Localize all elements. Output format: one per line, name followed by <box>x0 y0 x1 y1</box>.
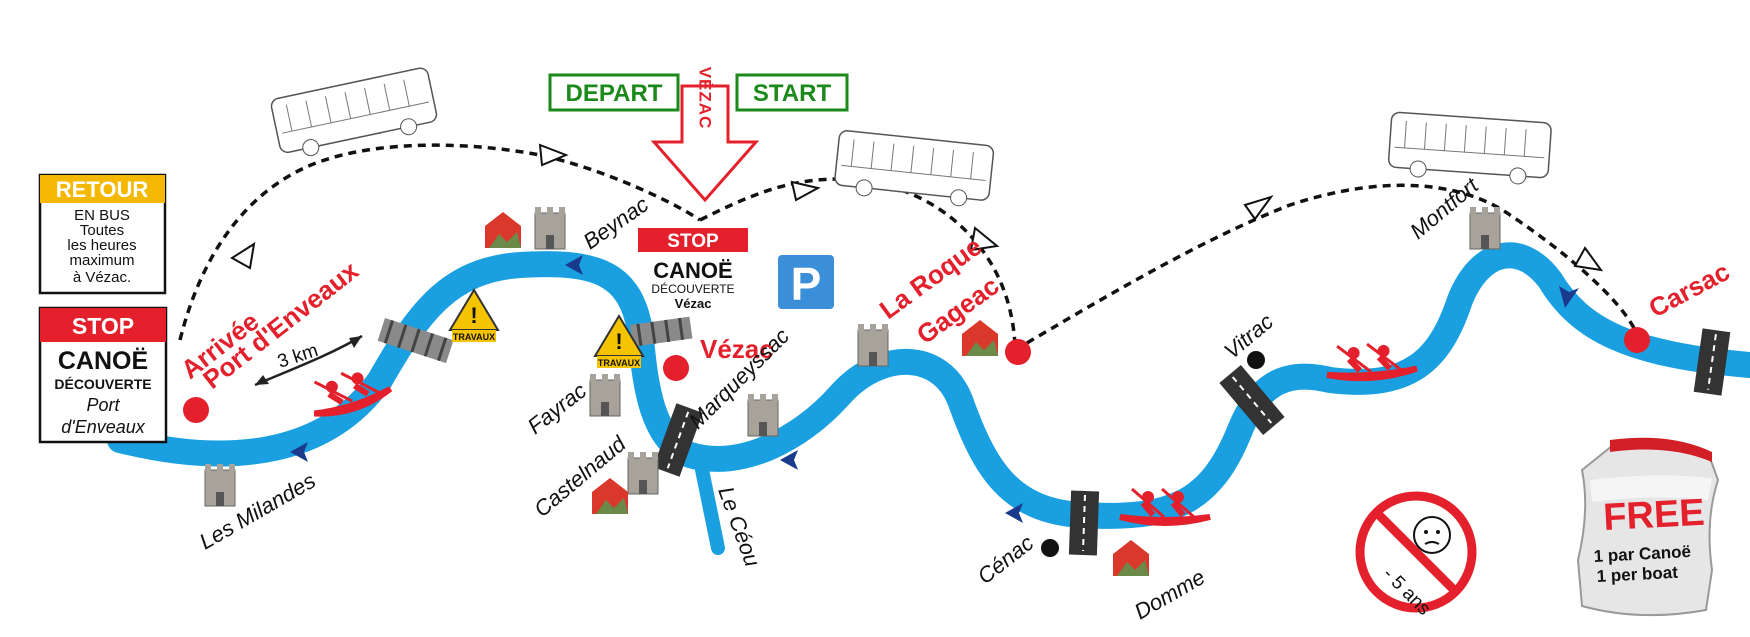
flow-arrow-icon <box>780 450 798 470</box>
stop-dot-port-enveaux <box>183 397 209 423</box>
route-arrow-icon <box>1243 195 1274 221</box>
village-icon <box>485 212 521 248</box>
baby-face-icon <box>1413 516 1451 554</box>
travaux-label: TRAVAUX <box>598 358 640 368</box>
bus-icon <box>834 130 995 207</box>
canoe-paddlers-icon <box>1326 342 1418 382</box>
village-icon <box>592 478 628 514</box>
flow-arrow-icon <box>1005 503 1023 523</box>
stop-label: STOP <box>667 231 719 252</box>
route-arrow-icon <box>790 180 821 202</box>
castle-icon <box>747 394 779 437</box>
castle-icon <box>627 452 659 495</box>
river-dordogne <box>107 242 1750 555</box>
start-sign: START <box>735 73 849 112</box>
place-fayrac: Fayrac <box>523 378 591 439</box>
no-under-5-sign: - 5 ans <box>1355 491 1477 620</box>
stop-dot-carsac <box>1624 327 1650 353</box>
stop-port-enveaux-box: STOP CANOË DÉCOUVERTE Port d'Enveaux <box>38 306 168 444</box>
stop-dot-laroque <box>1005 339 1031 365</box>
village-icon <box>962 320 998 356</box>
stop-dot-vezac <box>663 355 689 381</box>
canoe-paddlers-icon <box>1119 487 1211 526</box>
free-barrel: FREE 1 par Canoë 1 per boat <box>1576 437 1720 617</box>
canoe-label: CANOË <box>653 258 732 283</box>
route-arrow-icon <box>230 241 256 270</box>
stop-place-label: d'Enveaux <box>61 417 145 437</box>
castle-icon <box>204 464 236 507</box>
travaux-sign-icon: ! TRAVAUX <box>593 314 645 368</box>
travaux-sign-icon: ! TRAVAUX <box>448 288 500 342</box>
stop-place-label: Vézac <box>675 296 712 311</box>
decouverte-label: DÉCOUVERTE <box>54 376 151 392</box>
rail-bridge-icon <box>377 318 454 364</box>
retour-line: EN BUS <box>74 207 130 224</box>
bus-route-laroque-carsac <box>1014 183 1637 352</box>
retour-title: RETOUR <box>56 177 149 202</box>
travaux-label: TRAVAUX <box>453 332 495 342</box>
point-vitrac-icon <box>1247 351 1265 369</box>
castle-icon <box>589 374 621 417</box>
parking-sign: P <box>778 255 834 310</box>
stop-place-label: Port <box>86 395 120 415</box>
flow-arrow-icon <box>1559 286 1579 308</box>
canoe-label: CANOË <box>58 347 148 375</box>
start-label: START <box>753 80 832 107</box>
svg-text:!: ! <box>470 303 477 328</box>
route-arrow-icon <box>969 226 1000 252</box>
depart-sign: DEPART <box>548 73 680 112</box>
rail-bridge-icon <box>630 316 693 347</box>
flow-arrow-icon <box>565 255 583 275</box>
bus-route-vezac-port <box>178 143 701 341</box>
retour-line: à Vézac. <box>73 269 131 286</box>
place-cenac: Cénac <box>973 530 1039 589</box>
retour-line: maximum <box>69 252 134 269</box>
carsac-label: Carsac <box>1644 256 1735 323</box>
stop-label: STOP <box>72 313 134 339</box>
road-bridge-icon <box>1219 364 1285 436</box>
place-le-ceou: Le Céou <box>713 483 765 570</box>
free-line: 1 per boat <box>1596 563 1678 586</box>
flow-arrow-icon <box>290 442 308 462</box>
decouverte-label: DÉCOUVERTE <box>651 281 734 296</box>
bus-icon <box>1387 111 1552 185</box>
retour-line: les heures <box>67 237 136 254</box>
canoe-paddlers-icon <box>313 371 393 417</box>
start-arrow: VÉZAC <box>650 67 760 203</box>
bus-route-arrows <box>230 143 1604 272</box>
vezac-stop-label: Vézac <box>700 334 774 364</box>
castle-icon <box>1469 207 1501 250</box>
route-arrow-icon <box>538 143 569 167</box>
start-arrow-text: VÉZAC <box>696 67 715 130</box>
road-bridge-icon <box>653 403 703 477</box>
bus-icon <box>270 67 438 157</box>
route-arrow-icon <box>1573 246 1604 272</box>
castle-icon <box>534 207 566 250</box>
stop-vezac-box: STOP CANOË DÉCOUVERTE Vézac <box>638 228 748 311</box>
road-bridge-icon <box>1068 490 1100 556</box>
road-bridge-icon <box>1693 328 1731 396</box>
river-le-ceou <box>693 453 725 555</box>
village-icon <box>1113 540 1149 576</box>
parking-label: P <box>791 258 822 310</box>
retour-line: Toutes <box>80 222 124 239</box>
castle-icon <box>857 324 889 367</box>
retour-box: RETOUR EN BUS Toutes les heures maximum … <box>38 173 167 295</box>
depart-label: DEPART <box>566 80 663 107</box>
point-cenac-icon <box>1041 539 1059 557</box>
svg-text:!: ! <box>615 329 622 354</box>
free-title: FREE <box>1602 492 1705 539</box>
stop-points <box>183 327 1650 423</box>
